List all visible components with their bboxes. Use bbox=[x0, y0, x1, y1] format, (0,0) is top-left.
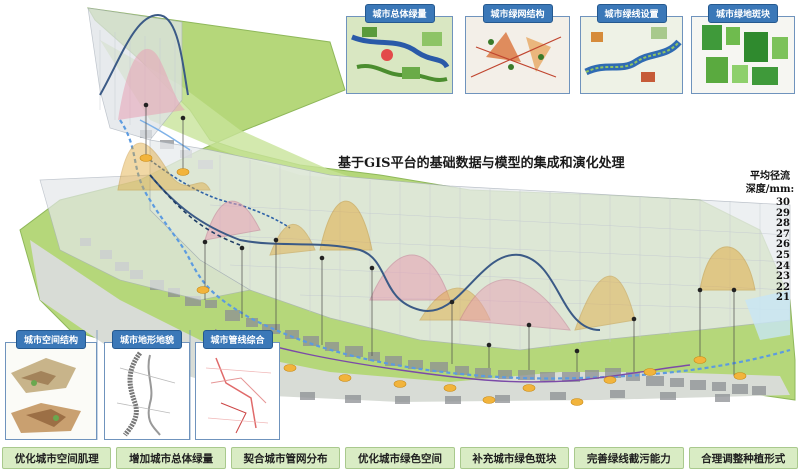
scale-labels: 30 29 28 27 26 25 24 23 22 21 bbox=[776, 197, 798, 304]
panel-title: 城市绿网结构 bbox=[482, 4, 553, 23]
panel-frame bbox=[691, 16, 795, 94]
bottom-label-bar: 优化城市空间肌理 增加城市总体绿量 契合城市管网分布 优化城市绿色空间 补充城市… bbox=[2, 447, 798, 469]
scale-value: 21 bbox=[776, 292, 790, 304]
panel-frame bbox=[465, 16, 570, 94]
scale-value: 28 bbox=[776, 218, 790, 230]
bottom-label-green-space[interactable]: 优化城市绿色空间 bbox=[345, 447, 455, 469]
scale-title-line2: 深度/mm: bbox=[745, 184, 795, 195]
panel-frame bbox=[5, 342, 97, 440]
bottom-label-green-patch[interactable]: 补充城市绿色斑块 bbox=[459, 447, 570, 469]
scale-value: 24 bbox=[776, 260, 790, 272]
panel-title: 城市总体绿量 bbox=[364, 4, 435, 23]
bottom-label-planting-form[interactable]: 合理调整种植形式 bbox=[688, 447, 798, 469]
panel-city-pipeline[interactable]: 城市管线综合 bbox=[195, 330, 280, 440]
diagram-title: 基于GIS平台的基础数据与模型的集成和演化处理 bbox=[338, 156, 625, 171]
scale-value: 25 bbox=[776, 249, 790, 261]
scale-value: 22 bbox=[776, 281, 790, 293]
panel-frame bbox=[346, 16, 453, 94]
green-patch-thumbnail bbox=[692, 17, 794, 93]
panel-frame bbox=[104, 342, 190, 440]
scale-value: 30 bbox=[776, 197, 790, 208]
scale-title: 平均径流 深度/mm: bbox=[744, 170, 796, 196]
panel-city-green-line[interactable]: 城市绿线设置 bbox=[580, 4, 683, 94]
bottom-label-total-greenery[interactable]: 增加城市总体绿量 bbox=[116, 447, 226, 469]
runoff-pink-area-3 bbox=[459, 279, 571, 331]
scale-title-line1: 平均径流 bbox=[750, 171, 790, 182]
panel-city-spatial-structure[interactable]: 城市空间结构 bbox=[5, 330, 97, 440]
runoff-orange-area-1 bbox=[117, 142, 211, 191]
scale-value: 27 bbox=[776, 228, 790, 240]
panel-title: 城市管线综合 bbox=[202, 330, 273, 349]
panel-city-total-greenery[interactable]: 城市总体绿量 bbox=[346, 4, 453, 94]
runoff-orange-area-5 bbox=[574, 275, 636, 331]
pipeline-path bbox=[214, 329, 691, 383]
panel-frame bbox=[580, 16, 683, 94]
greenery-map-thumbnail bbox=[347, 17, 452, 93]
bottom-label-spatial-texture[interactable]: 优化城市空间肌理 bbox=[2, 447, 112, 469]
green-network-thumbnail bbox=[466, 17, 569, 93]
scale-value: 23 bbox=[776, 271, 790, 283]
panel-city-terrain[interactable]: 城市地形地貌 bbox=[104, 330, 190, 440]
panel-title: 城市绿线设置 bbox=[596, 4, 667, 23]
runoff-orange-area-6 bbox=[699, 246, 756, 291]
bottom-label-pipe-network[interactable]: 契合城市管网分布 bbox=[230, 447, 341, 469]
panel-frame bbox=[195, 342, 280, 440]
panel-title: 城市绿地斑块 bbox=[707, 4, 779, 23]
panel-title: 城市地形地貌 bbox=[111, 330, 183, 349]
runoff-orange-area-3 bbox=[319, 200, 373, 251]
runoff-pink-area-2 bbox=[369, 254, 451, 301]
panel-leader-lines bbox=[96, 330, 191, 440]
terrain-thumbnail bbox=[105, 343, 189, 439]
panel-title: 城市空间结构 bbox=[15, 330, 87, 349]
runoff-pink-area-top bbox=[118, 48, 185, 120]
runoff-blue-curve-main bbox=[149, 174, 601, 331]
green-line-thumbnail bbox=[581, 17, 682, 93]
pin-nodes bbox=[143, 102, 737, 354]
panel-city-green-network[interactable]: 城市绿网结构 bbox=[465, 4, 570, 94]
pipeline-thumbnail bbox=[196, 343, 279, 439]
curtain-grid bbox=[99, 30, 791, 350]
runoff-curves bbox=[99, 13, 756, 331]
spatial-structure-thumbnail bbox=[6, 343, 96, 439]
bottom-label-pollution-control[interactable]: 完善绿线截污能力 bbox=[574, 447, 684, 469]
scale-value: 26 bbox=[776, 239, 790, 251]
runoff-blue-curve-top bbox=[99, 13, 189, 96]
scale-value: 29 bbox=[776, 207, 790, 219]
pin-lines bbox=[145, 105, 735, 376]
panel-city-green-patch[interactable]: 城市绿地斑块 bbox=[691, 4, 795, 94]
